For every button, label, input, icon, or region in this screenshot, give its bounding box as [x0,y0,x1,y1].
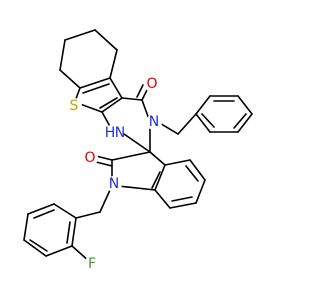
nitrogen-atom-top: N [149,114,159,130]
bond [151,171,161,189]
bond [233,113,247,129]
bond [29,239,48,252]
bond [164,159,191,166]
sulfur-atom: S [70,98,79,114]
bond [169,202,197,209]
bond [195,113,211,133]
bond [45,245,73,257]
bond [64,29,96,41]
nitrogen-atom-bottom: N [109,176,119,192]
oxygen-atom-oxindole: O [84,150,95,166]
bond [177,113,197,135]
nh-nitrogen: N [115,125,125,141]
bond [149,151,166,166]
bond [82,83,110,94]
atom-labels: S O N H N O N F [66,76,162,272]
bond [237,95,253,115]
bond [171,196,193,202]
bond [23,213,29,241]
bond [59,39,66,71]
nh-hydrogen: H [105,125,116,141]
bond [109,77,123,99]
bond [71,217,77,247]
bond [53,203,77,219]
bond [95,161,113,167]
bond [94,29,118,51]
bond [237,113,253,133]
oxygen-atom-carbonyl-top: O [146,76,157,92]
bond [189,159,206,181]
bond [123,133,151,153]
bond [201,113,215,128]
bond-lines [23,29,253,263]
bond [27,203,55,215]
fluorine-atom: F [88,256,96,272]
bond [23,239,47,257]
bond [101,97,123,113]
bond [195,179,206,204]
molecule-structure: S O N H N O N F [23,29,253,272]
bond [109,49,118,79]
bond [154,189,171,209]
bond [136,84,144,98]
bond [75,211,101,219]
bond [33,209,55,219]
bond [185,165,199,182]
bond [117,185,156,191]
bond [111,151,151,161]
bond [121,97,143,101]
bond [79,103,103,113]
bond [154,164,166,191]
bond [195,95,211,115]
bond [99,189,111,213]
bond [99,97,118,109]
bond [59,69,81,89]
bond [66,221,71,244]
bond [95,155,113,161]
bond [79,77,111,89]
